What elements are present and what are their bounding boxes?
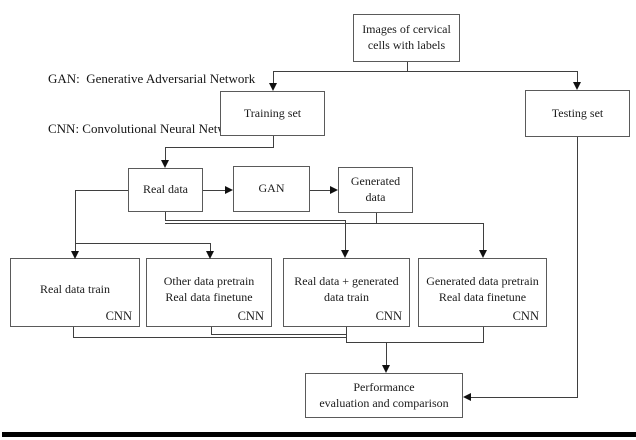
connector-left-branch [75,243,211,244]
connector-testing-drop [577,137,578,397]
connector-to-cnn4 [483,223,484,251]
connector-cnn2-merge [211,334,346,335]
connector-split-top [273,71,578,72]
node-real-data: Real data [128,168,203,212]
node-label: Generated data pretrain Real data finetu… [426,273,539,304]
arrowhead-into-real-data [161,160,169,168]
connector-testing-to-performance [471,397,578,398]
connector-left-drop [75,190,76,243]
arrowhead-into-testing [573,82,581,90]
connector-to-testing [577,71,578,83]
arrowhead-into-cnn4 [479,250,487,258]
connector-cnn1-merge [73,337,347,338]
node-label: Real data train [40,281,110,296]
node-label: Images of cervical cells with labels [362,22,451,52]
connector-realdata-stem [165,212,166,220]
node-generated-data: Generated data [338,167,413,213]
node-gan: GAN [233,166,310,212]
cnn-tag: CNN [512,308,539,323]
node-label: Performance evaluation and comparison [319,379,449,410]
node-label: Real data [143,182,188,197]
connector-realdata-left [75,190,128,191]
cnn-tag: CNN [237,308,264,323]
node-cnn-generated-pretrain: Generated data pretrain Real data finetu… [418,258,547,327]
connector-realdata-to-gan [203,190,226,191]
connector-cnn2-out [211,327,212,334]
cnn-tag: CNN [375,308,402,323]
connector-to-performance [386,342,387,366]
connector-real-branch-lower [165,223,483,224]
connector-training-stem [273,136,274,147]
connector-merge-bottom [346,342,484,343]
connector-training-elbow [165,147,274,148]
connector-cnn4-out [483,327,484,343]
node-cnn-other-data-pretrain: Other data pretrain Real data finetune C… [146,258,272,327]
arrowhead-into-performance-right [463,393,471,401]
arrowhead-into-training [269,83,277,91]
node-label: Other data pretrain Real data finetune [163,273,255,304]
node-label: Real data + generated data train [294,273,399,304]
connector-images-stem [407,62,408,71]
connector-to-training [273,71,274,84]
arrowhead-into-cnn3 [341,250,349,258]
connector-cnn1-out [73,327,74,337]
arrowhead-into-cnn2 [206,251,214,259]
connector-to-cnn2 [210,243,211,252]
node-label: GAN [258,181,285,196]
cnn-tag: CNN [105,308,132,323]
bottom-border-bar [2,432,636,437]
arrowhead-into-cnn1 [71,251,79,259]
arrowhead-into-generated [330,186,338,194]
connector-to-cnn1 [75,243,76,252]
node-cnn-real-plus-generated: Real data + generated data train CNN [283,258,410,327]
arrowhead-into-performance [382,365,390,373]
connector-gan-to-generated [310,190,331,191]
node-label: Training set [243,105,302,120]
connector-cnn3-out [346,327,347,343]
node-cnn-real-data-train: Real data train CNN [10,258,140,327]
connector-to-cnn3 [345,220,346,251]
connector-generated-stem [376,213,377,223]
node-label: Testing set [551,105,604,120]
node-training-set: Training set [220,91,325,136]
node-testing-set: Testing set [525,90,630,137]
arrowhead-into-gan [225,186,233,194]
node-performance-evaluation: Performance evaluation and comparison [305,373,463,418]
node-images-of-cervical-cells: Images of cervical cells with labels [353,14,460,62]
connector-to-real-data [165,147,166,161]
node-label: Generated data [350,174,401,204]
connector-real-branch-upper [165,220,346,221]
legend-gan-line: GAN: Generative Adversarial Network [48,71,256,87]
